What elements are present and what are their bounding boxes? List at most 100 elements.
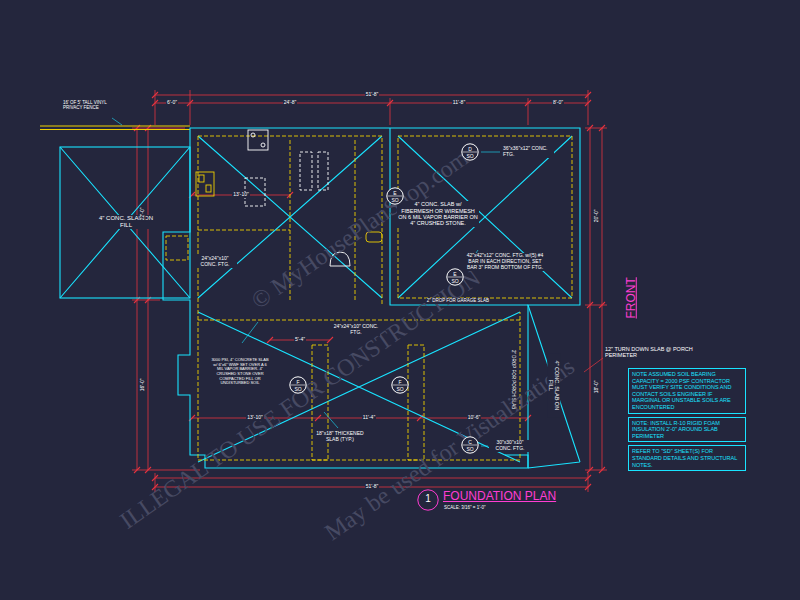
dimension-tick bbox=[187, 100, 193, 106]
note-box: NOTE: INSTALL R-10 RIGID FOAM INSULATION… bbox=[628, 417, 746, 443]
note-text: NOTE ASSUMED SOIL BEARING CAPACITY = 200… bbox=[632, 371, 742, 411]
dimension-text: 11'-8" bbox=[452, 100, 466, 106]
plumbing-fixture bbox=[251, 133, 255, 137]
slab-outline bbox=[60, 147, 190, 298]
divider-line bbox=[291, 385, 306, 386]
dimension-tick bbox=[327, 337, 333, 343]
tag-text: SO bbox=[289, 386, 307, 392]
dimension-line bbox=[137, 95, 602, 487]
dimension-text: 5'-4" bbox=[294, 337, 306, 343]
dimension-tick bbox=[525, 100, 531, 106]
thickened-slab-note: 18"x18" THICKENED SLAB (TYP.) bbox=[314, 431, 366, 443]
dimension-tick bbox=[599, 467, 605, 473]
dimension-text: 51'-8" bbox=[365, 484, 380, 490]
leader-line bbox=[242, 322, 258, 343]
circle-outline bbox=[392, 377, 408, 393]
dimension-tick bbox=[267, 337, 273, 343]
circle-outline bbox=[447, 269, 463, 285]
plumbing-fixture bbox=[248, 130, 268, 150]
privacy-fence bbox=[40, 126, 190, 130]
leader-line bbox=[481, 446, 488, 447]
slab-drop-note: 2" DROP FOR GARAGE SLAB bbox=[426, 298, 490, 303]
circle-outline bbox=[418, 490, 438, 510]
plumbing-fixture bbox=[196, 172, 214, 196]
note-text: NOTE: INSTALL R-10 RIGID FOAM INSULATION… bbox=[632, 420, 742, 440]
divider-line bbox=[463, 152, 478, 153]
tag-text: E bbox=[446, 271, 464, 277]
footing-line bbox=[398, 136, 572, 298]
tag-text: E bbox=[386, 190, 404, 196]
footing-tag: CSO bbox=[461, 436, 479, 454]
watermark: May be used for Visualizations bbox=[319, 353, 581, 548]
dimension-text: 22'-0" bbox=[139, 207, 145, 222]
tag-text: F bbox=[391, 379, 409, 385]
orientation-label: FRONT bbox=[625, 276, 639, 319]
footing-note: 30"x30"x10" CONC. FTG. bbox=[489, 440, 531, 452]
dimension-tick bbox=[387, 100, 393, 106]
fence-note: 16' OF 5' TALL VINYL PRIVACY FENCE bbox=[62, 100, 126, 110]
tag-text: F bbox=[289, 379, 307, 385]
footing-note: 24"x24"x10" CONC. FTG. bbox=[332, 324, 380, 336]
divider-line bbox=[463, 445, 478, 446]
slab-outline bbox=[398, 136, 572, 298]
leader-line bbox=[584, 358, 603, 372]
leader-line bbox=[324, 412, 338, 428]
plumbing-fixture bbox=[300, 152, 312, 190]
dimension-tick bbox=[585, 475, 591, 481]
divider-line bbox=[448, 277, 463, 278]
footing-tag: FSO bbox=[289, 376, 307, 394]
circle-outline bbox=[462, 437, 478, 453]
dimension-tick bbox=[152, 92, 158, 98]
dimension-text: 8'-0" bbox=[552, 100, 564, 106]
plumbing-fixture bbox=[199, 175, 204, 182]
tag-text: SO bbox=[446, 278, 464, 284]
leader-line bbox=[112, 118, 122, 125]
dimension-tick bbox=[152, 100, 158, 106]
footing-note: 24"x24"x10" CONC. FTG. bbox=[193, 256, 237, 268]
dimension-line bbox=[132, 90, 607, 492]
tag-text: D bbox=[461, 146, 479, 152]
footing-line bbox=[408, 345, 424, 460]
dimension-tick bbox=[152, 475, 158, 481]
divider-line bbox=[388, 196, 403, 197]
footing-note: 36"x36"x12" CONC. FTG. bbox=[502, 146, 554, 158]
plumbing-fixture bbox=[261, 143, 265, 147]
dimension-text: 20'-0" bbox=[593, 209, 599, 224]
slab-note: 4" CONC. SLAB ON FILL bbox=[548, 353, 561, 417]
dimension-text: 10'-6" bbox=[467, 415, 482, 421]
tag-text: SO bbox=[461, 153, 479, 159]
drawing-title: FOUNDATION PLAN bbox=[443, 489, 556, 503]
dimension-tick bbox=[315, 415, 321, 421]
dimension-tick bbox=[587, 467, 593, 473]
circle-outline bbox=[462, 144, 478, 160]
dimension-line bbox=[132, 90, 607, 492]
dimension-tick bbox=[145, 467, 151, 473]
dimension-tick bbox=[599, 302, 605, 308]
drawing-number: 1 bbox=[417, 489, 439, 511]
footing-tag: FSO bbox=[391, 376, 409, 394]
circle-outline bbox=[290, 377, 306, 393]
dimension-text: 6'-0" bbox=[166, 100, 178, 106]
footing-tag: ESO bbox=[386, 187, 404, 205]
dimension-tick bbox=[134, 92, 605, 490]
dimension-text: 18'-0" bbox=[593, 380, 599, 395]
dimension-tick bbox=[587, 302, 593, 308]
slab-drop-note: 2" DROP FOR PORCH SLAB bbox=[511, 349, 516, 410]
porch-note: 12" TURN DOWN SLAB @ PORCH PERIMETER bbox=[604, 346, 698, 359]
leader-line bbox=[481, 152, 500, 153]
note-box: REFER TO "SD" SHEET(S) FOR STANDARD DETA… bbox=[628, 445, 746, 471]
slab-note: 4" CONC. SLAB ON FILL bbox=[93, 215, 159, 229]
footing-tag: ESO bbox=[446, 268, 464, 286]
slab-note: 3000 PSI, 4" CONCRETE SLAB w/ 6"x6" WWF … bbox=[210, 358, 270, 386]
dimension-text: 51'-8" bbox=[365, 92, 380, 98]
slab-outline bbox=[60, 147, 190, 298]
slab-outline bbox=[505, 455, 528, 468]
dimension-tick bbox=[599, 125, 605, 131]
callout-number: 1 bbox=[417, 493, 439, 504]
footing-line bbox=[166, 236, 188, 260]
divider-line bbox=[393, 385, 408, 386]
privacy-fence bbox=[40, 126, 190, 130]
note-box: NOTE ASSUMED SOIL BEARING CAPACITY = 200… bbox=[628, 368, 746, 414]
